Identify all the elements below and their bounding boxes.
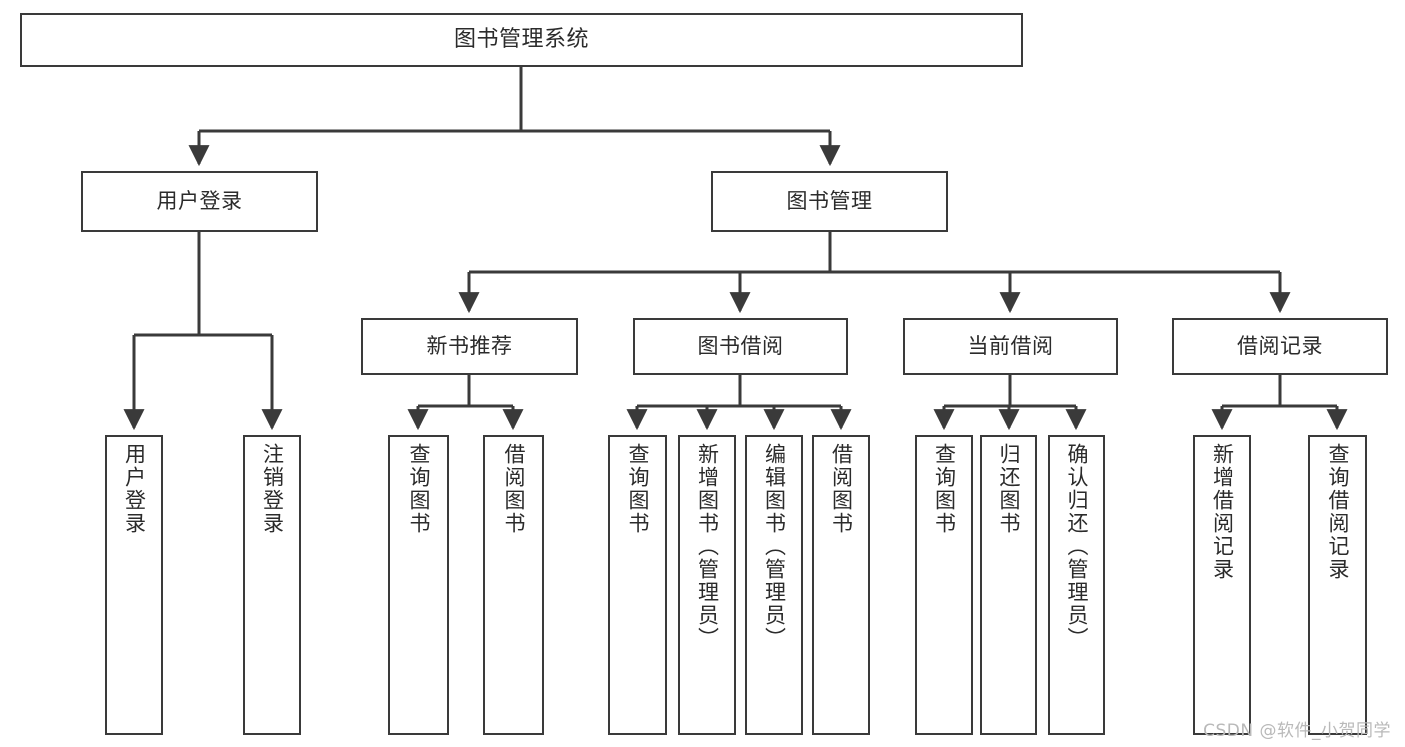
node-book-manage[interactable]: 图书管理 xyxy=(711,171,948,232)
node-leaf-borrow-book-1[interactable]: 借阅图书 xyxy=(483,435,544,735)
node-leaf-borrow-book-1-label: 借阅图书 xyxy=(502,443,526,535)
node-leaf-query-book-2[interactable]: 查询图书 xyxy=(608,435,667,735)
node-leaf-logout[interactable]: 注销登录 xyxy=(243,435,301,735)
node-book-manage-label: 图书管理 xyxy=(786,189,873,214)
node-leaf-borrow-book-2[interactable]: 借阅图书 xyxy=(812,435,870,735)
node-book-borrow-label: 图书借阅 xyxy=(697,334,784,359)
node-leaf-return-book[interactable]: 归还图书 xyxy=(980,435,1037,735)
node-borrow-record[interactable]: 借阅记录 xyxy=(1172,318,1388,375)
node-leaf-add-record[interactable]: 新增借阅记录 xyxy=(1193,435,1251,735)
node-root-label: 图书管理系统 xyxy=(453,27,589,53)
node-leaf-add-book[interactable]: 新增图书（管理员） xyxy=(678,435,736,735)
node-leaf-borrow-book-2-label: 借阅图书 xyxy=(829,443,854,535)
node-leaf-query-book-3-label: 查询图书 xyxy=(932,443,957,535)
node-root[interactable]: 图书管理系统 xyxy=(20,13,1023,67)
node-leaf-query-book-2-label: 查询图书 xyxy=(626,443,650,535)
node-current-borrow[interactable]: 当前借阅 xyxy=(903,318,1118,375)
node-leaf-user-login[interactable]: 用户登录 xyxy=(105,435,163,735)
node-current-borrow-label: 当前借阅 xyxy=(967,334,1054,359)
node-new-book-recommend[interactable]: 新书推荐 xyxy=(361,318,578,375)
node-leaf-query-book-3[interactable]: 查询图书 xyxy=(915,435,973,735)
watermark: CSDN @软件_小贺同学 xyxy=(1203,721,1391,741)
node-leaf-edit-book-label: 编辑图书（管理员） xyxy=(762,443,787,650)
node-leaf-logout-label: 注销登录 xyxy=(260,443,285,535)
node-leaf-user-login-label: 用户登录 xyxy=(122,443,147,535)
node-leaf-edit-book[interactable]: 编辑图书（管理员） xyxy=(745,435,803,735)
node-leaf-add-record-label: 新增借阅记录 xyxy=(1210,443,1235,581)
node-leaf-add-book-label: 新增图书（管理员） xyxy=(695,443,720,650)
node-leaf-query-record-label: 查询借阅记录 xyxy=(1326,443,1350,581)
node-leaf-query-record[interactable]: 查询借阅记录 xyxy=(1308,435,1367,735)
node-new-book-recommend-label: 新书推荐 xyxy=(426,334,513,359)
node-borrow-record-label: 借阅记录 xyxy=(1237,334,1323,359)
node-user-login[interactable]: 用户登录 xyxy=(81,171,318,232)
node-leaf-return-book-label: 归还图书 xyxy=(997,443,1021,535)
node-leaf-query-book-1[interactable]: 查询图书 xyxy=(388,435,449,735)
node-user-login-label: 用户登录 xyxy=(156,189,243,214)
node-leaf-confirm-return[interactable]: 确认归还（管理员） xyxy=(1048,435,1105,735)
node-leaf-confirm-return-label: 确认归还（管理员） xyxy=(1065,443,1089,650)
node-leaf-query-book-1-label: 查询图书 xyxy=(407,443,431,535)
node-book-borrow[interactable]: 图书借阅 xyxy=(633,318,848,375)
